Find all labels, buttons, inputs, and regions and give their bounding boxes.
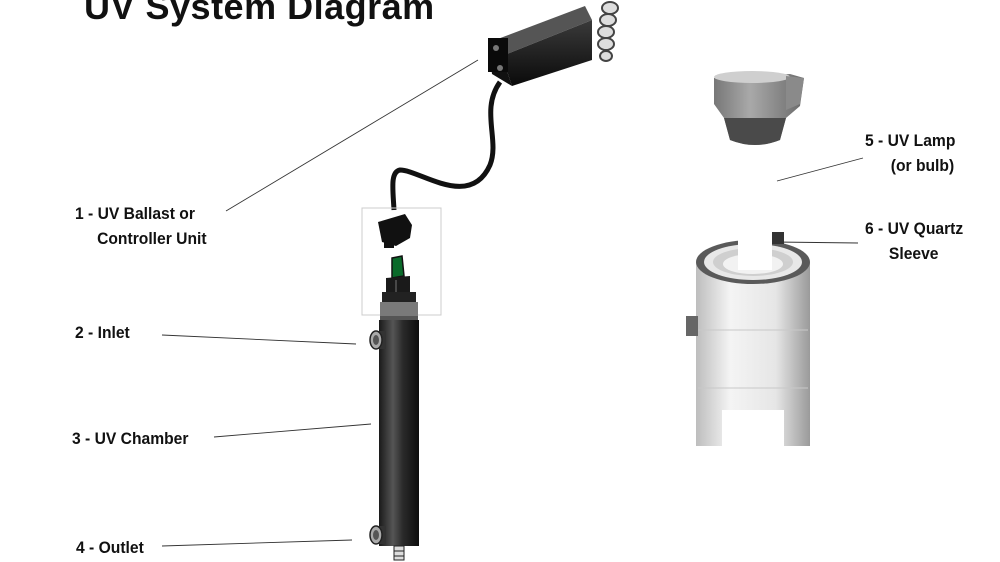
leader-lines <box>161 59 864 547</box>
outlet-fitting <box>369 525 405 561</box>
label-outlet-text: 4 - Outlet <box>76 538 144 557</box>
label-uv-ballast-line1: 1 - UV Ballast or <box>75 204 195 223</box>
label-uv-quartz-sleeve: 6 - UV Quartz Sleeve <box>865 216 963 266</box>
label-uv-lamp-line1: 5 - UV Lamp <box>865 131 956 150</box>
uv-chamber-tube <box>379 320 419 546</box>
label-inlet: 2 - Inlet <box>75 320 130 345</box>
inlet-fitting <box>369 330 386 350</box>
label-outlet: 4 - Outlet <box>76 535 144 560</box>
label-uv-chamber-text: 3 - UV Chamber <box>72 429 189 448</box>
label-uv-chamber: 3 - UV Chamber <box>72 426 188 451</box>
chamber-top-cap <box>380 292 418 322</box>
diagram-title: UV System Diagram <box>84 0 435 27</box>
lamp-connector <box>378 214 412 248</box>
label-uv-ballast-line2: Controller Unit <box>97 229 207 248</box>
label-uv-lamp: 5 - UV Lamp (or bulb) <box>865 128 955 178</box>
leader-line-inlet <box>161 334 357 345</box>
ballast-unit <box>488 1 619 86</box>
quartz-sleeve-assembly <box>686 226 810 446</box>
label-uv-ballast: 1 - UV Ballast or Controller Unit <box>75 201 207 251</box>
leader-line-lamp <box>776 157 864 182</box>
leader-line-sleeve <box>774 241 859 244</box>
lamp-pins <box>386 255 410 294</box>
label-uv-quartz-sleeve-line2: Sleeve <box>888 244 939 263</box>
label-uv-quartz-sleeve-line1: 6 - UV Quartz <box>865 219 964 238</box>
leader-line-ballast <box>225 59 479 212</box>
label-uv-lamp-line2: (or bulb) <box>890 156 955 175</box>
label-inlet-text: 2 - Inlet <box>75 323 130 342</box>
uv-lamp-cap <box>714 71 804 145</box>
ballast-cable <box>390 80 503 211</box>
leader-line-outlet <box>161 539 353 547</box>
leader-line-chamber <box>213 423 372 438</box>
